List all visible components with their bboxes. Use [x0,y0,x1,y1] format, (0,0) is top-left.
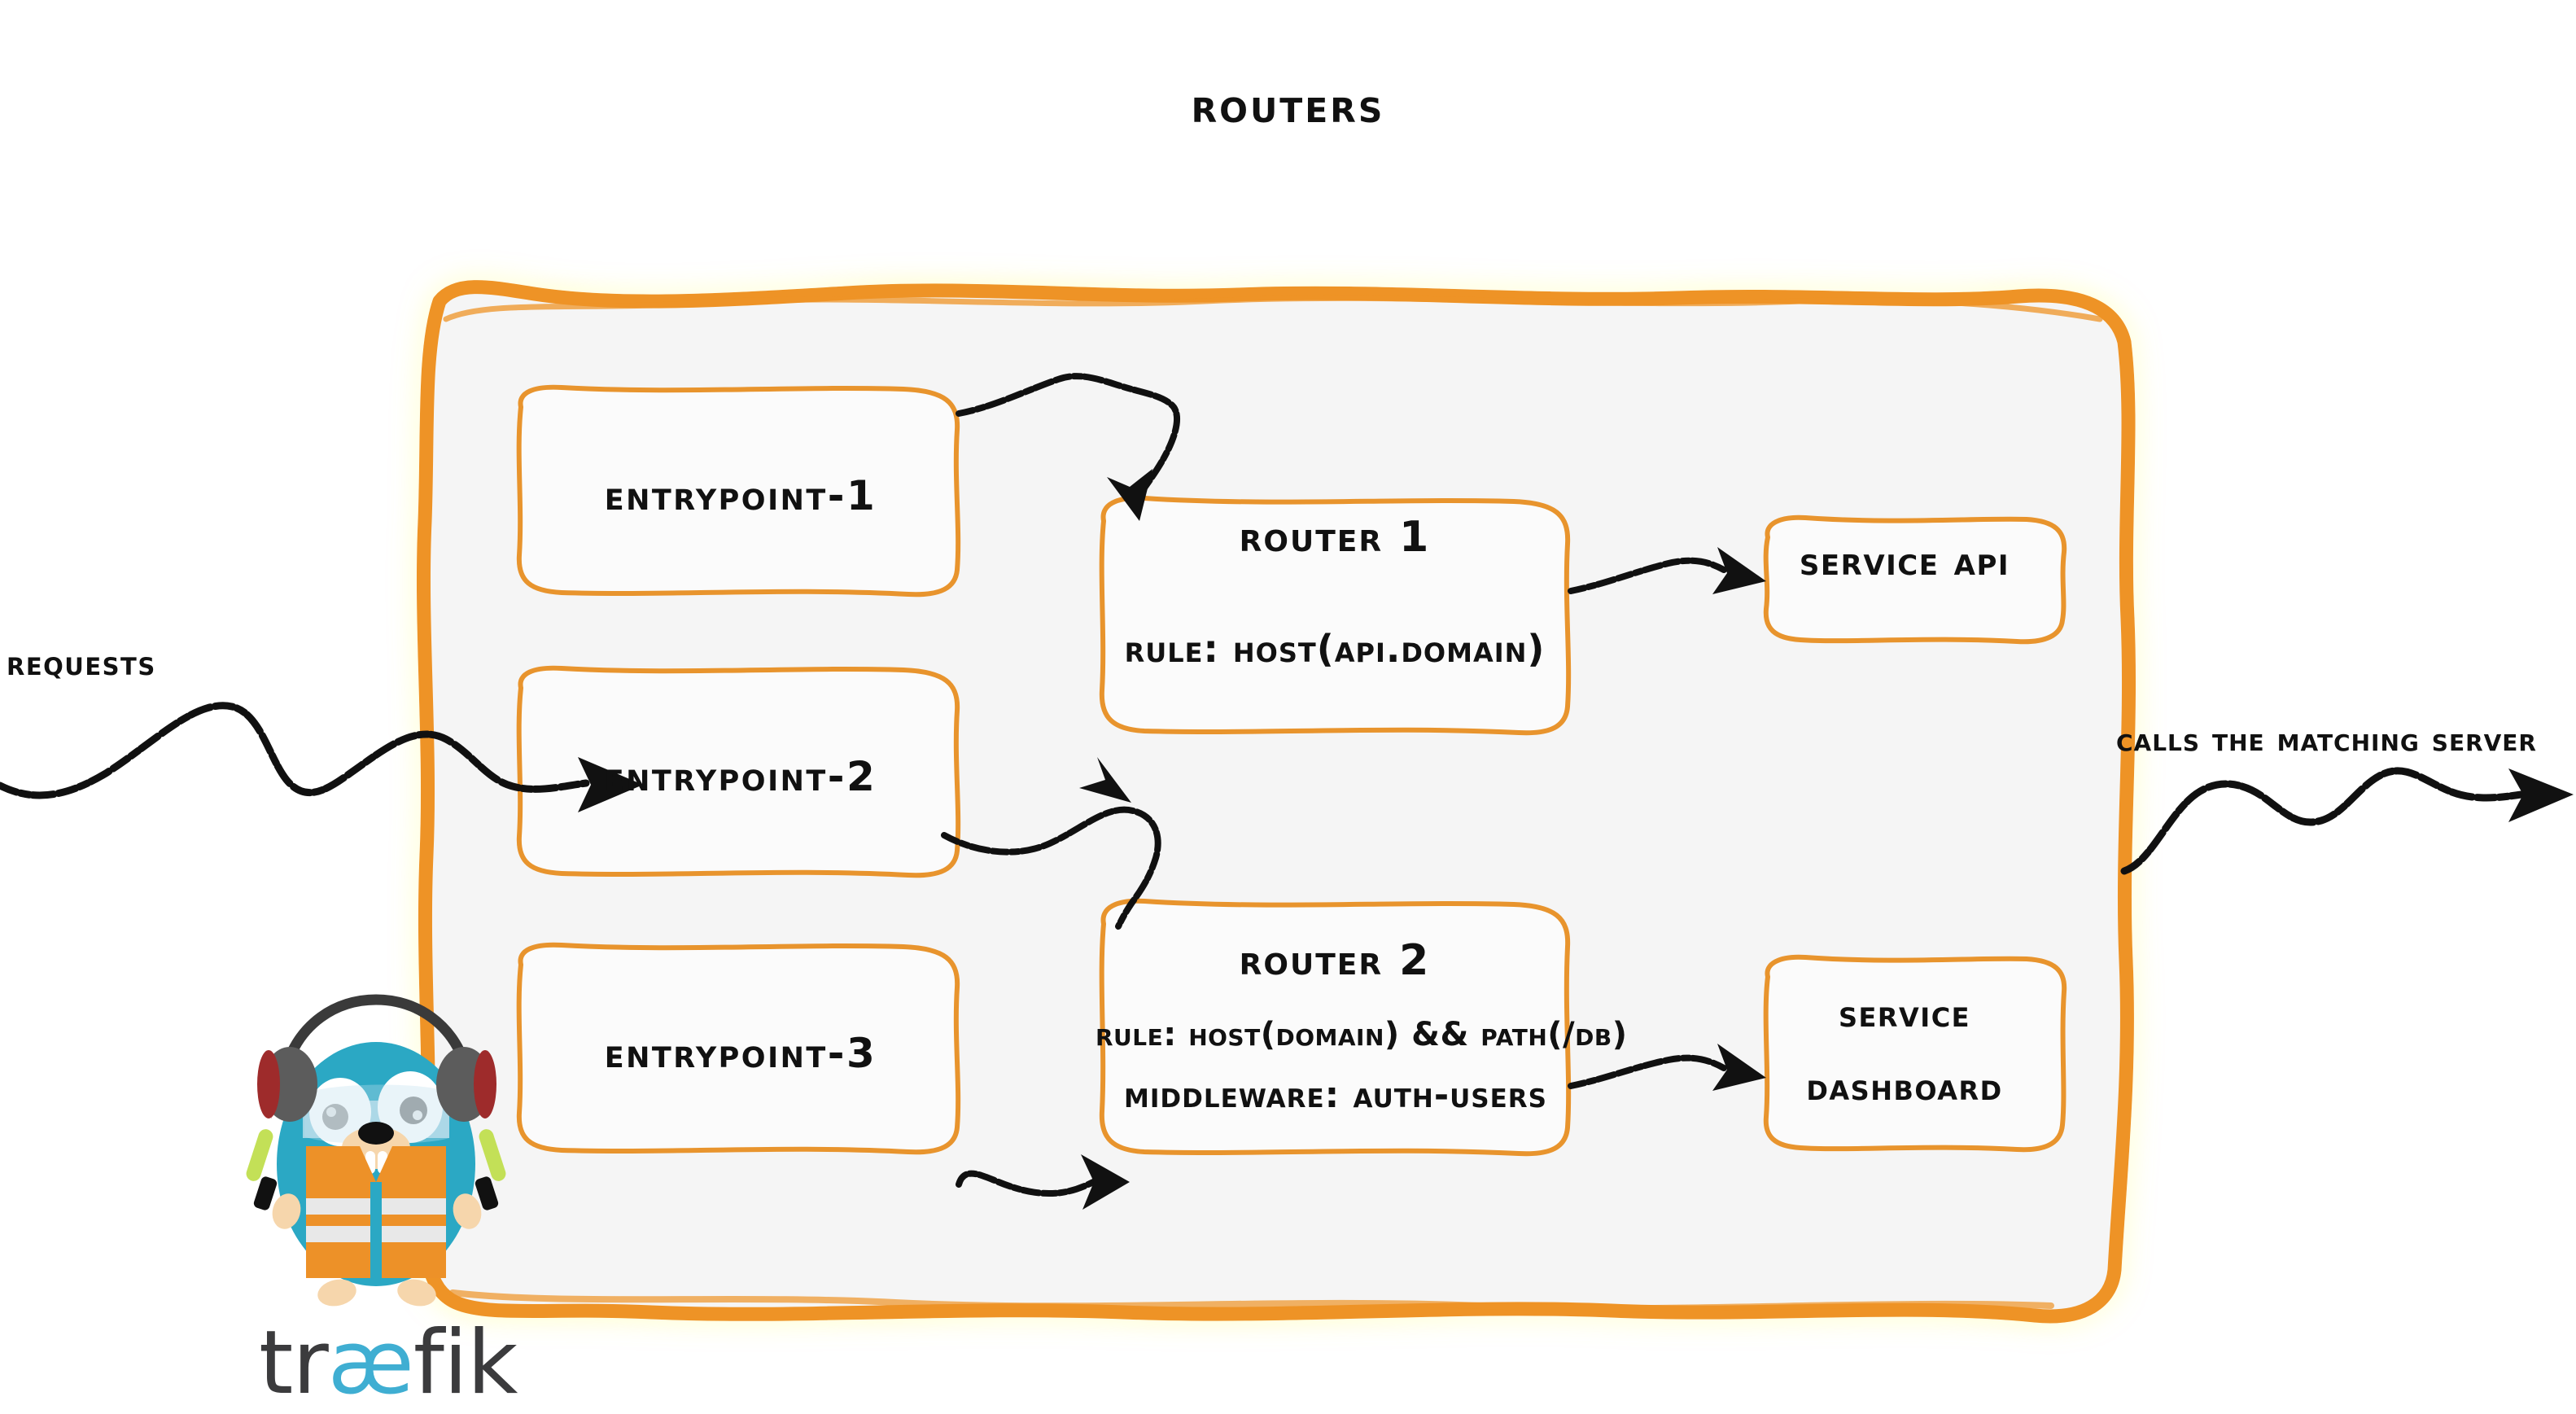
page-title: Routers [1191,78,1385,134]
arrow-entrypoint3-to-router2 [956,1154,1130,1210]
entrypoint-box-3[interactable] [516,942,961,1155]
entrypoint-1-label: entrypoint-1 [604,472,877,519]
arrow-router1-to-service-api [1568,547,1766,594]
calls-matching-server-label: Calls the matching server [2116,721,2537,759]
arrow-requests-to-panel [0,702,643,812]
service-dashboard-label-line2: Dashboard [1806,1065,2003,1109]
router-2-rule: rule: Host(domain) && Path(/db) [1096,1016,1628,1053]
requests-label: Requests [7,643,156,683]
entrypoint-2-label: entrypoint-2 [604,753,877,800]
wordmark-ae-ligature: æ [327,1312,414,1414]
arrow-router2-to-service-dashboard [1568,1044,1766,1091]
router-box-2[interactable] [1099,898,1572,1157]
router-1-rule: rule: Host(api.domain) [1124,627,1546,671]
wordmark-part-2: fik [413,1312,518,1414]
router-2-title: Router 2 [1239,936,1431,985]
arrow-entrypoint2-to-router1 [941,757,1161,930]
entrypoint-box-2[interactable] [516,665,961,878]
entrypoint-box-1[interactable] [516,384,961,598]
service-dashboard-label-line1: Service [1838,992,1971,1035]
service-box-dashboard[interactable] [1763,954,2067,1153]
service-api-label: Service API [1799,539,2010,584]
arrow-panel-to-matching-server [2120,767,2574,875]
wordmark-part-1: tr [259,1312,329,1414]
router-1-title: Router 1 [1239,513,1431,562]
service-box-api[interactable] [1763,514,2067,645]
router-2-middleware: Middleware: auth-users [1124,1075,1547,1116]
router-box-1[interactable] [1099,495,1572,736]
traefik-wordmark: træfik [259,1312,518,1414]
entrypoint-3-label: entrypoint-3 [604,1030,877,1077]
arrow-entrypoint1-to-router1 [956,373,1180,521]
